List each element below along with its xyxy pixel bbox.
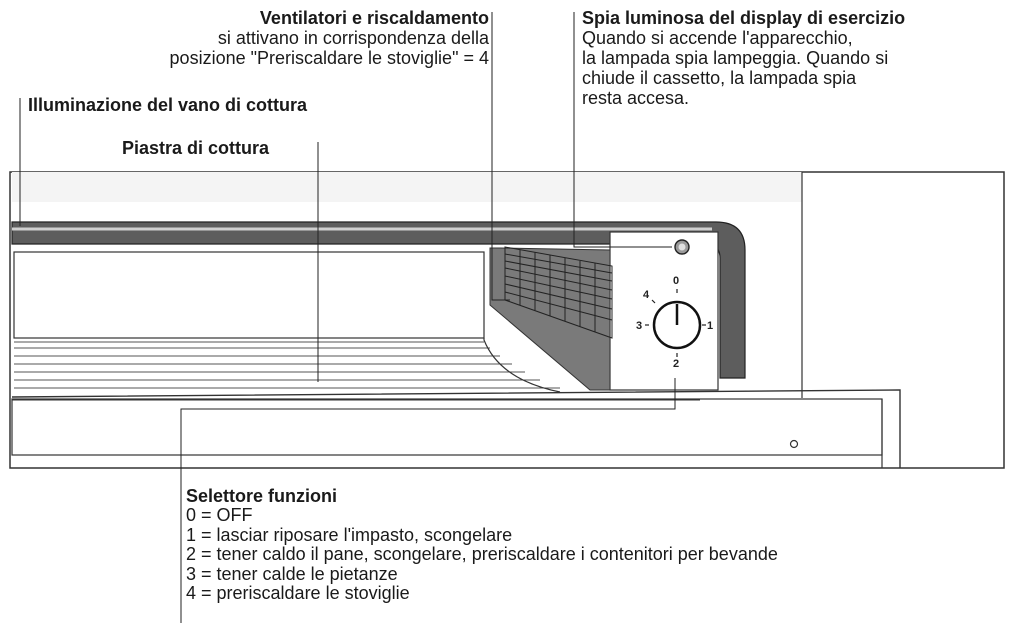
- label-fan-heating-line: si attivano in corrispondenza della: [217, 28, 489, 48]
- label-function-selector-title: Selettore funzioni: [186, 486, 338, 506]
- label-pilot-light: Spia luminosa del display di esercizio Q…: [582, 8, 905, 108]
- leader-pilot: [573, 12, 672, 248]
- screw: [789, 439, 799, 449]
- knob-position-2: 2: [673, 358, 679, 370]
- label-function-selector-line: 2 = tener caldo il pane, scongelare, pre…: [186, 544, 778, 564]
- label-pilot-light-line: la lampada spia lampeggia. Quando si: [582, 48, 889, 68]
- label-pilot-light-title: Spia luminosa del display di esercizio: [582, 8, 906, 28]
- label-pilot-light-line: resta accesa.: [582, 88, 690, 108]
- leader-fan: [491, 12, 510, 301]
- label-function-selector-line: 0 = OFF: [186, 505, 253, 525]
- label-function-selector-line: 3 = tener calde le pietanze: [186, 563, 398, 584]
- leader-lines: [19, 12, 676, 623]
- drawer-panel: [11, 398, 883, 456]
- label-hotplate: Piastra di cottura: [122, 138, 270, 158]
- knob-position-3: 3: [636, 320, 642, 332]
- knob-position-4: 4: [643, 289, 650, 301]
- label-fan-heating-title: Ventilatori e riscaldamento: [259, 8, 489, 28]
- leader-selector: [180, 378, 676, 623]
- function-selector-knob: [652, 300, 702, 350]
- label-fan-heating-line: posizione "Preriscaldare le stoviglie" =…: [169, 48, 489, 68]
- top-edge: [12, 172, 802, 202]
- label-pilot-light-line: chiude il cassetto, la lampada spia: [582, 68, 857, 88]
- label-cavity-lighting: Illuminazione del vano di cottura: [28, 95, 308, 115]
- knob-position-0: 0: [673, 275, 679, 287]
- label-function-selector: Selettore funzioni 0 = OFF 1 = lasciar r…: [186, 486, 778, 604]
- label-function-selector-line: 1 = lasciar riposare l'impasto, scongela…: [186, 524, 513, 545]
- inner-panel: [13, 251, 485, 339]
- label-pilot-light-line: Quando si accende l'apparecchio,: [582, 28, 853, 48]
- label-fan-heating: Ventilatori e riscaldamento si attivano …: [170, 8, 489, 68]
- knob-position-1: 1: [707, 320, 713, 332]
- drawer-front: [11, 389, 901, 468]
- ventilation-grille: [504, 246, 613, 339]
- label-function-selector-line: 4 = preriscaldare le stoviglie: [186, 583, 410, 603]
- hotplate: [14, 341, 560, 389]
